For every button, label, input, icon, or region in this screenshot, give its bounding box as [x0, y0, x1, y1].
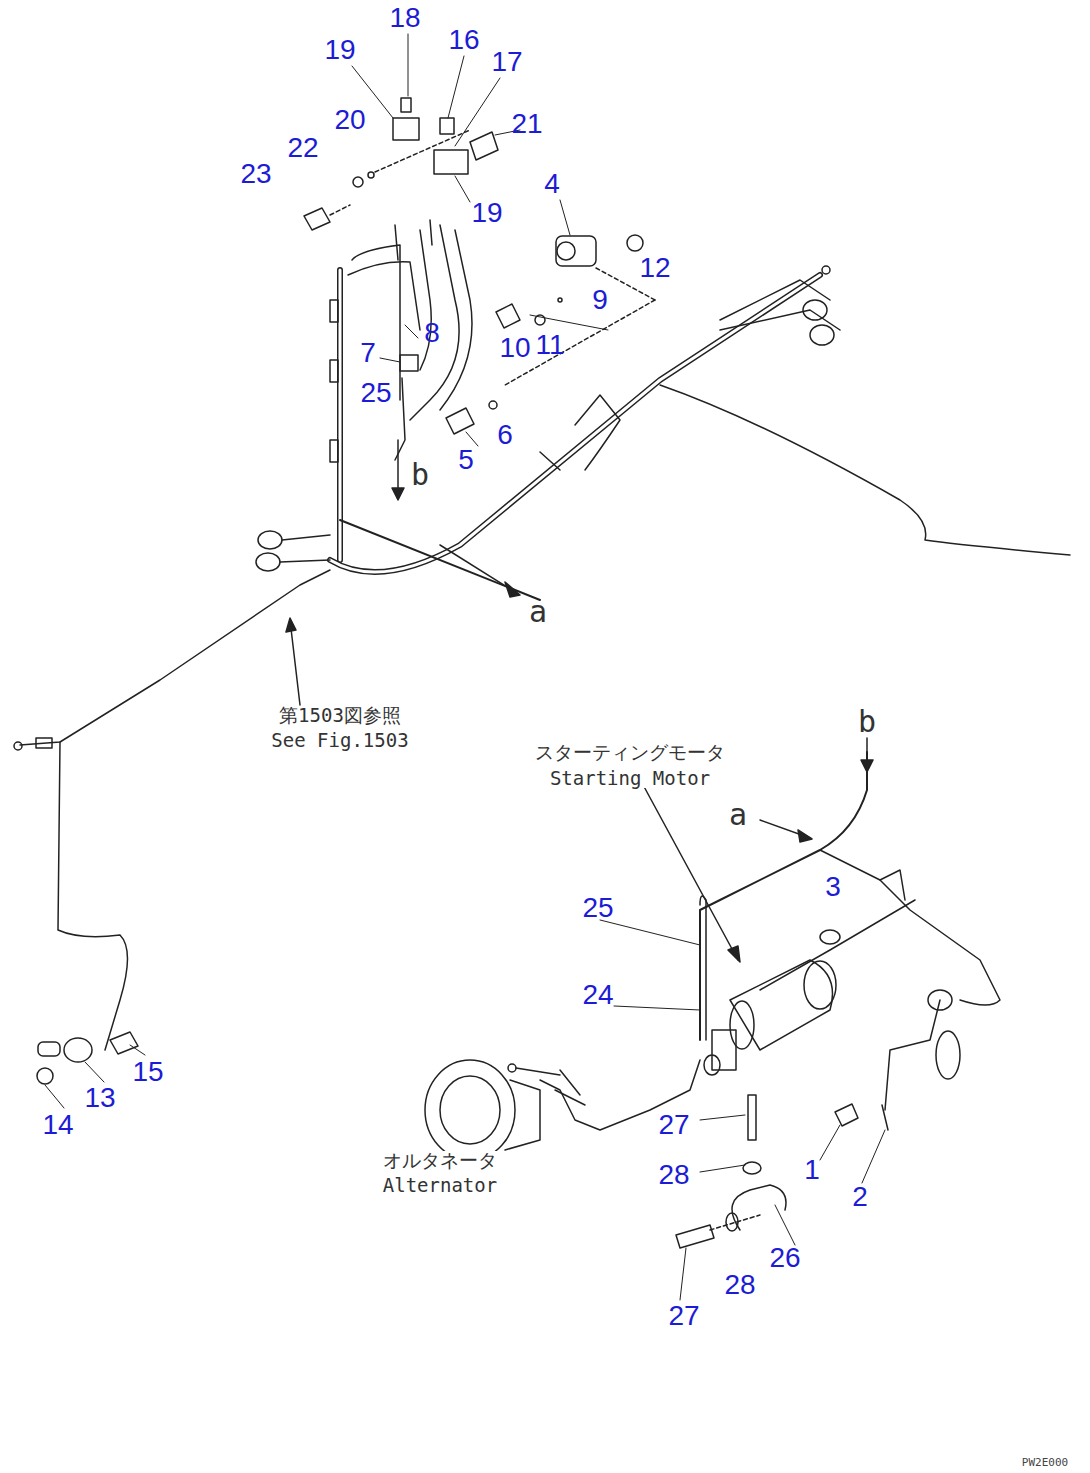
note-text: 第1503図参照 — [277, 706, 403, 725]
callout-number: 2 — [852, 1183, 868, 1211]
callout-number: 26 — [769, 1244, 800, 1272]
callout-number: 22 — [287, 134, 318, 162]
callout-number: 24 — [582, 981, 613, 1009]
callout-number: 11 — [535, 331, 564, 359]
callout-number: 27 — [668, 1302, 699, 1330]
reference-arrows — [286, 440, 873, 962]
callout-number: 16 — [448, 26, 479, 54]
callout-number: 14 — [42, 1111, 73, 1139]
callout-number: 28 — [658, 1161, 689, 1189]
callout-number: 25 — [360, 379, 391, 407]
note-text: Starting Motor — [548, 769, 712, 788]
reference-letter: a — [729, 800, 747, 830]
drawing-code: PW2E000 — [1022, 1457, 1068, 1468]
callout-number: 28 — [724, 1271, 755, 1299]
callout-number: 5 — [458, 446, 474, 474]
callout-number: 6 — [497, 421, 513, 449]
relay-parts — [304, 98, 655, 434]
callout-number: 17 — [491, 48, 522, 76]
callout-number: 7 — [360, 339, 376, 367]
note-text: See Fig.1503 — [269, 731, 410, 750]
left-harness — [14, 570, 330, 1084]
callout-number: 8 — [424, 319, 440, 347]
callout-number: 15 — [132, 1058, 163, 1086]
callout-number: 23 — [240, 160, 271, 188]
callout-number: 19 — [324, 36, 355, 64]
callout-number: 10 — [499, 334, 530, 362]
callout-number: 18 — [389, 4, 420, 32]
callout-number: 12 — [639, 254, 670, 282]
callout-number: 4 — [544, 170, 560, 198]
upper-harness — [256, 220, 1070, 600]
reference-letter: a — [529, 597, 547, 627]
lower-harness — [425, 752, 1000, 1248]
callout-number: 21 — [511, 110, 542, 138]
callout-number: 3 — [825, 873, 841, 901]
callout-number: 19 — [471, 199, 502, 227]
callout-number: 20 — [334, 106, 365, 134]
callout-number: 13 — [84, 1084, 115, 1112]
reference-letter: b — [411, 460, 429, 490]
leader-lines — [45, 34, 885, 1300]
note-text: Alternator — [381, 1176, 499, 1195]
callout-number: 27 — [658, 1111, 689, 1139]
callout-number: 9 — [592, 286, 608, 314]
callout-number: 25 — [582, 894, 613, 922]
note-text: スターティングモータ — [533, 743, 727, 762]
callout-number: 1 — [804, 1156, 820, 1184]
reference-letter: b — [858, 707, 876, 737]
note-text: オルタネータ — [381, 1151, 499, 1170]
